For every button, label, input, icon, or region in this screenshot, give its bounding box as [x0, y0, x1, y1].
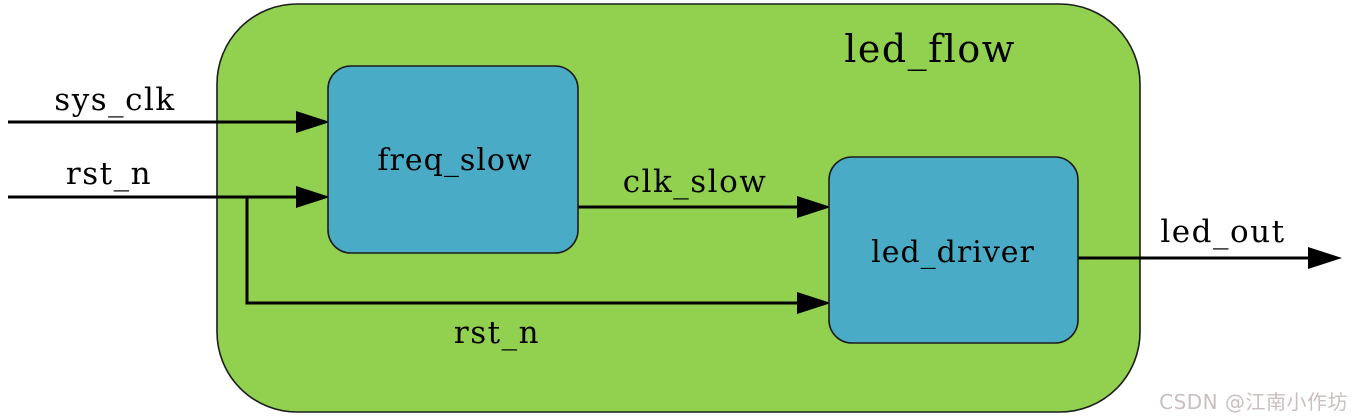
rst-n-input-label: rst_n: [66, 156, 152, 192]
sys-clk-arrowhead: [296, 111, 330, 133]
rst-n-branch-arrowhead: [797, 292, 831, 314]
clk-slow-label: clk_slow: [623, 164, 768, 200]
freq-slow-block: [327, 65, 579, 254]
freq-slow-label: freq_slow: [377, 143, 532, 178]
led-driver-block: [828, 156, 1079, 344]
led-driver-label: led_driver: [871, 235, 1035, 270]
rst-n-internal-label: rst_n: [454, 315, 540, 351]
sys-clk-label: sys_clk: [54, 82, 175, 118]
clk-slow-arrowhead: [797, 196, 831, 218]
diagram-title: led_flow: [844, 27, 1016, 72]
led-out-arrowhead: [1308, 247, 1342, 269]
csdn-watermark: CSDN @江南小作坊: [1159, 390, 1348, 414]
rst-n-arrowhead: [296, 186, 330, 208]
led-out-label: led_out: [1160, 214, 1285, 250]
